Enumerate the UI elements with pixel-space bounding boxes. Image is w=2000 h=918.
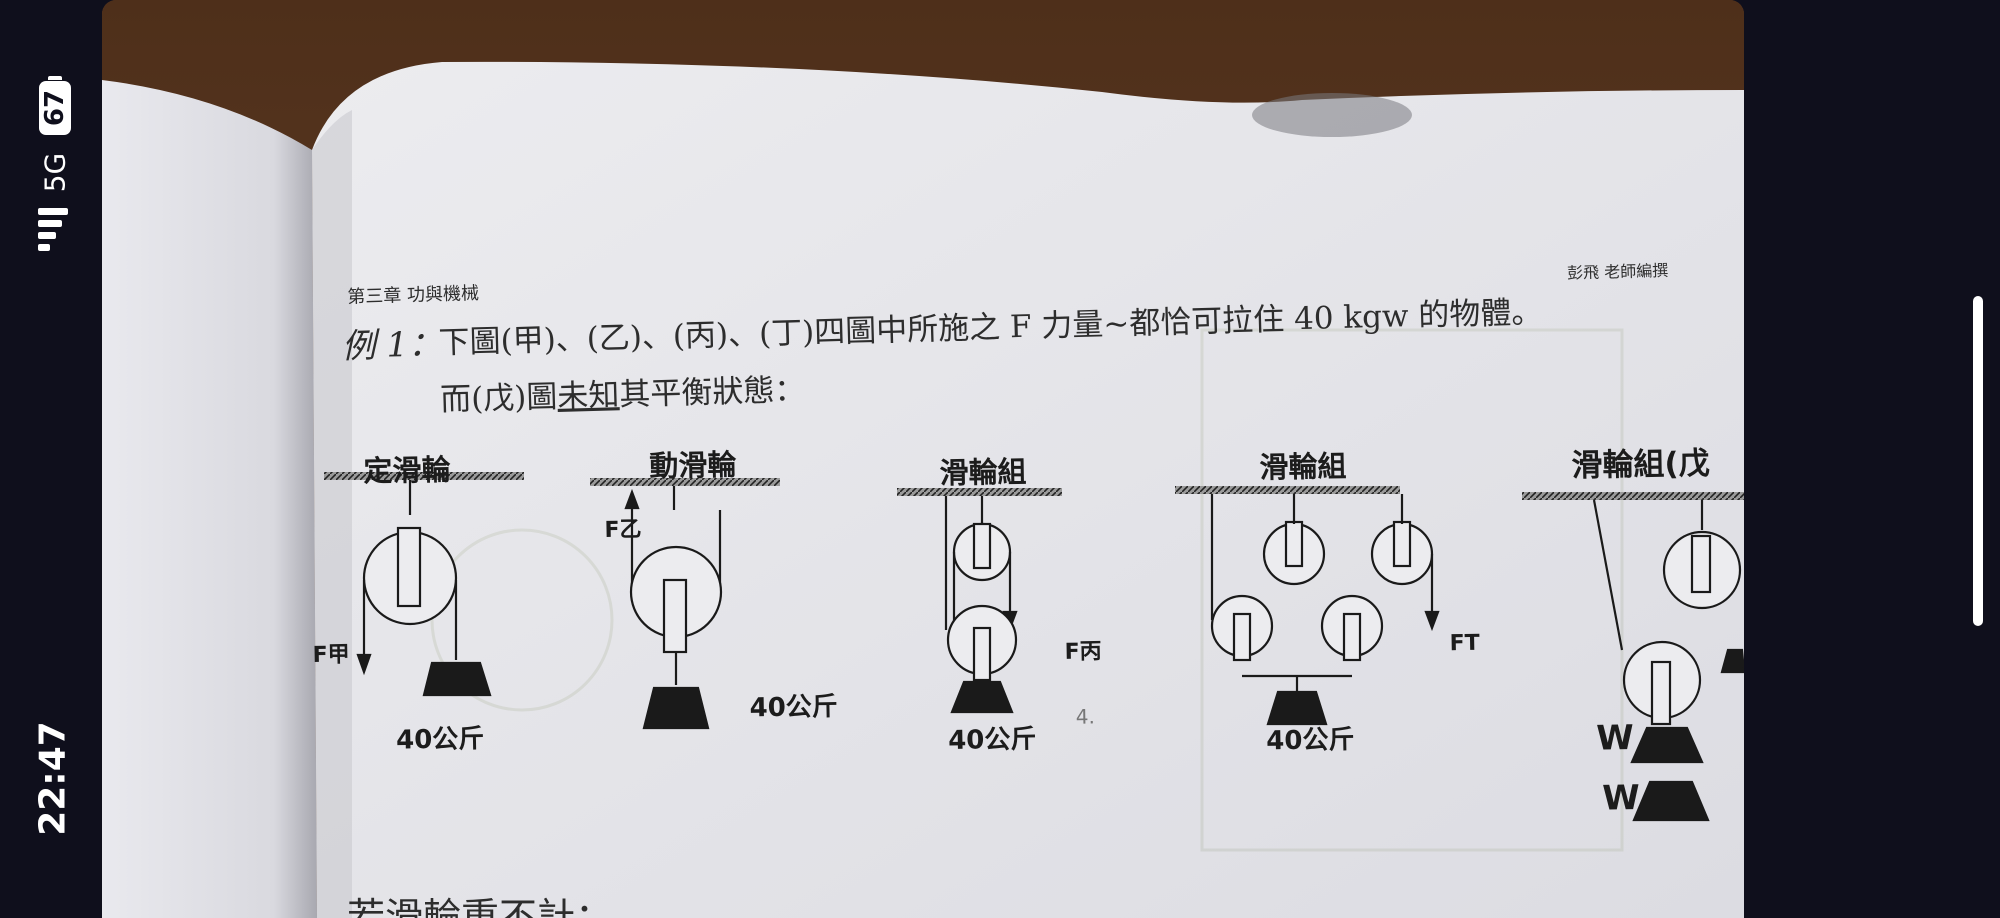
- force-label: F丙: [1064, 639, 1101, 665]
- fixed-pulley-diagram: [324, 472, 524, 697]
- photo: 第三章 功與機械 彭飛 老師編撰 例 1： 下圖(甲)、(乙)、(丙)、(丁)四…: [102, 0, 1744, 918]
- weight-label: 40公斤: [948, 724, 1037, 756]
- bottom-cut-text: 若滑輪重不計：: [347, 895, 613, 918]
- chapter-header: 第三章 功與機械: [347, 283, 479, 308]
- status-bar: 22:47 67 5G: [0, 0, 100, 918]
- author-header: 彭飛 老師編撰: [1567, 261, 1669, 283]
- signal-strength-icon: [38, 208, 68, 260]
- force-label: F甲: [312, 642, 349, 668]
- right-margin: [1744, 0, 2000, 918]
- pulley-system-diagram-3: [1522, 492, 1744, 822]
- weight-label: 40公斤: [396, 724, 485, 756]
- left-page: [102, 80, 317, 918]
- weight-label: 40公斤: [1266, 725, 1355, 757]
- clock: 22:47: [32, 721, 74, 836]
- movable-pulley-diagram: [590, 478, 780, 730]
- figure-title: 滑輪組(戊: [1571, 446, 1710, 484]
- battery-level: 67: [39, 81, 71, 135]
- network-type: 5G: [38, 152, 72, 193]
- figure-title: 滑輪組: [1259, 449, 1347, 485]
- weight-label: W: [1602, 778, 1640, 819]
- force-label: FT: [1449, 631, 1479, 657]
- figure-title: 滑輪組: [939, 455, 1027, 491]
- handwritten-mark: 4.: [1076, 704, 1096, 728]
- battery-icon: 67: [37, 71, 73, 141]
- underlined-word: 未知: [557, 377, 620, 415]
- scroll-indicator[interactable]: [1973, 296, 1983, 626]
- figure-title: 動滑輪: [649, 448, 738, 484]
- svg-text:而(戊)圖未知其平衡狀態：: 而(戊)圖未知其平衡狀態：: [440, 372, 806, 418]
- weight-label: W: [1596, 718, 1634, 759]
- example-label: 例 1：: [341, 324, 443, 367]
- pulley-system-diagram-2: [1175, 486, 1440, 726]
- pulley-system-diagram-1: [897, 488, 1062, 714]
- figure-title: 定滑輪: [363, 453, 452, 489]
- force-label: F乙: [604, 517, 641, 543]
- weight-label: 40公斤: [749, 692, 838, 724]
